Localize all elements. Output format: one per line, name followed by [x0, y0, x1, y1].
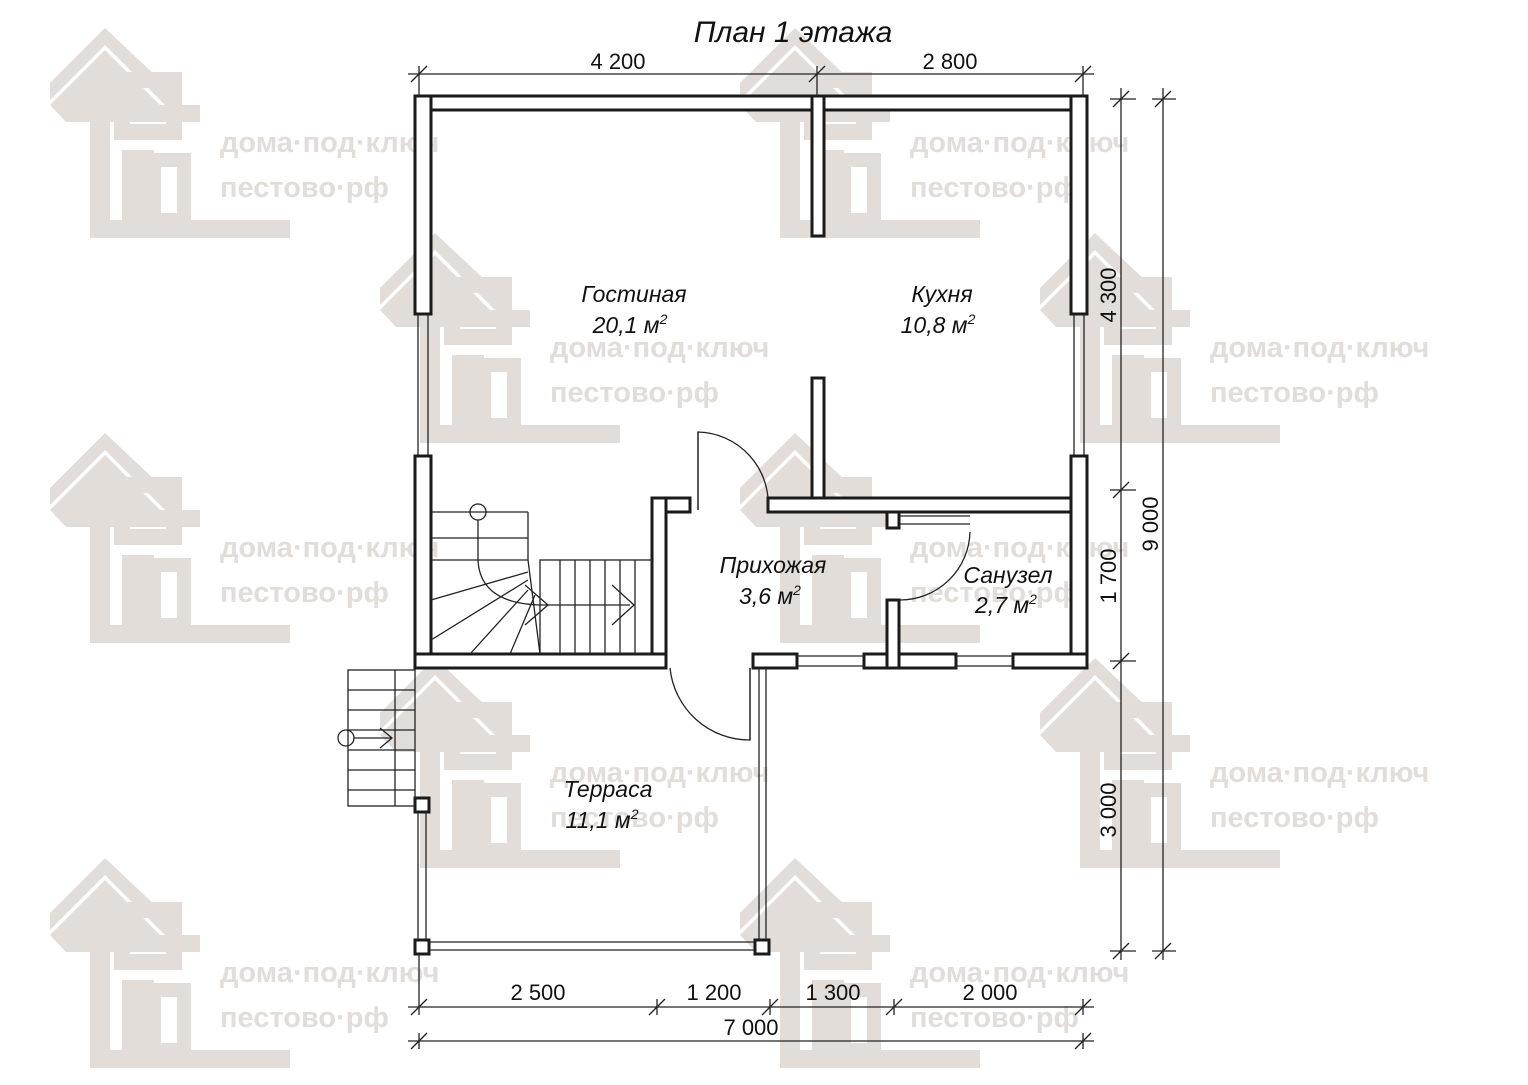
svg-text:2,7 м2: 2,7 м2	[974, 591, 1037, 618]
watermark-line-2: пестово·рф	[220, 172, 389, 204]
wall-stair-right	[650, 496, 668, 670]
watermark: дома·под·ключ пестово·рф	[50, 433, 439, 643]
svg-text:1 300: 1 300	[805, 980, 860, 1005]
dimension-labels: 4 200 2 800 2 500 1 200 1 300 2 000 7 00…	[510, 49, 1163, 1040]
watermark-line-1: дома·под·ключ	[220, 532, 439, 564]
wall-bottom-a	[751, 652, 799, 670]
watermark: дома·под·ключ пестово·рф	[1040, 658, 1429, 868]
watermark-line-1: дома·под·ключ	[910, 532, 1129, 564]
room-name: Гостиная	[581, 281, 686, 307]
watermark-line-2: пестово·рф	[910, 172, 1079, 204]
watermark: дома·под·ключ пестово·рф	[50, 858, 439, 1068]
watermark-line-2: пестово·рф	[220, 577, 389, 609]
watermark-line-2: пестово·рф	[550, 802, 719, 834]
watermark: дома·под·ключ пестово·рф	[740, 28, 1129, 238]
wall-bath-left-stub	[885, 510, 901, 530]
wall-kitchen-upper	[810, 94, 826, 238]
wall-bottom-c	[1011, 652, 1089, 670]
watermark-line-1: дома·под·ключ	[550, 332, 769, 364]
doors	[669, 431, 971, 741]
windows	[417, 314, 1085, 951]
room-name: Кухня	[911, 281, 972, 307]
wall-bottom-b	[862, 652, 958, 670]
walls	[413, 94, 1089, 956]
watermark: дома·под·ключ пестово·рф	[380, 658, 769, 868]
svg-text:2 000: 2 000	[962, 980, 1017, 1005]
terrace-post-right	[753, 938, 771, 956]
svg-text:3 000: 3 000	[1096, 782, 1121, 837]
watermark-line-1: дома·под·ключ	[910, 957, 1129, 989]
watermark-layer: дома·под·ключ пестово·рф дома·под·ключ пест…	[50, 28, 1429, 1068]
svg-text:2 500: 2 500	[510, 980, 565, 1005]
svg-text:3,6 м2: 3,6 м2	[739, 582, 801, 609]
wall-right-lower	[1069, 454, 1089, 670]
room-labels: Гостиная 20,1 м2 Кухня 10,8 м2 Прихожая …	[564, 281, 1053, 833]
watermark-line-1: дома·под·ключ	[1210, 757, 1429, 789]
watermark-line-1: дома·под·ключ	[550, 757, 769, 789]
svg-text:9 000: 9 000	[1138, 496, 1163, 551]
terrace-post-mid	[413, 796, 431, 814]
svg-text:1 200: 1 200	[686, 980, 741, 1005]
watermark-line-1: дома·под·ключ	[1210, 332, 1429, 364]
watermark-line-2: пестово·рф	[910, 577, 1079, 609]
svg-text:11,1 м2: 11,1 м2	[565, 806, 638, 833]
watermark: дома·под·ключ пестово·рф	[380, 233, 769, 443]
svg-text:1 700: 1 700	[1096, 548, 1121, 603]
dimension-lines	[408, 65, 1176, 1050]
watermark: дома·под·ключ пестово·рф	[740, 433, 1129, 643]
watermark: дома·под·ключ пестово·рф	[1040, 233, 1429, 443]
wall-bath-top	[766, 496, 1073, 514]
wall-right-upper	[1069, 94, 1089, 316]
wall-left-upper	[413, 94, 433, 316]
terrace-post-left	[413, 938, 431, 956]
svg-text:2 800: 2 800	[922, 49, 977, 74]
watermark-line-2: пестово·рф	[1210, 802, 1379, 834]
wall-stair-bottom	[413, 652, 668, 670]
watermark: дома·под·ключ пестово·рф	[50, 28, 439, 238]
watermark-line-2: пестово·рф	[1210, 377, 1379, 409]
room-name: Терраса	[564, 776, 653, 802]
plan-title: План 1 этажа	[694, 16, 893, 49]
wall-kitchen-lower	[810, 376, 826, 512]
watermark-line-2: пестово·рф	[550, 377, 719, 409]
wall-left-lower	[413, 454, 433, 670]
watermark-line-1: дома·под·ключ	[220, 957, 439, 989]
svg-text:4 200: 4 200	[590, 49, 645, 74]
watermark-line-1: дома·под·ключ	[910, 127, 1129, 159]
watermark-line-1: дома·под·ключ	[220, 127, 439, 159]
watermark-line-2: пестово·рф	[220, 1002, 389, 1034]
room-name: Прихожая	[720, 552, 827, 578]
svg-text:20,1 м2: 20,1 м2	[592, 311, 668, 338]
wall-top	[413, 94, 1089, 112]
svg-text:7 000: 7 000	[723, 1015, 778, 1040]
svg-text:10,8 м2: 10,8 м2	[901, 311, 976, 338]
svg-text:4 300: 4 300	[1096, 267, 1121, 322]
stairs	[337, 503, 653, 807]
wall-bath-left-lower	[885, 598, 901, 670]
room-name: Санузел	[963, 562, 1052, 588]
